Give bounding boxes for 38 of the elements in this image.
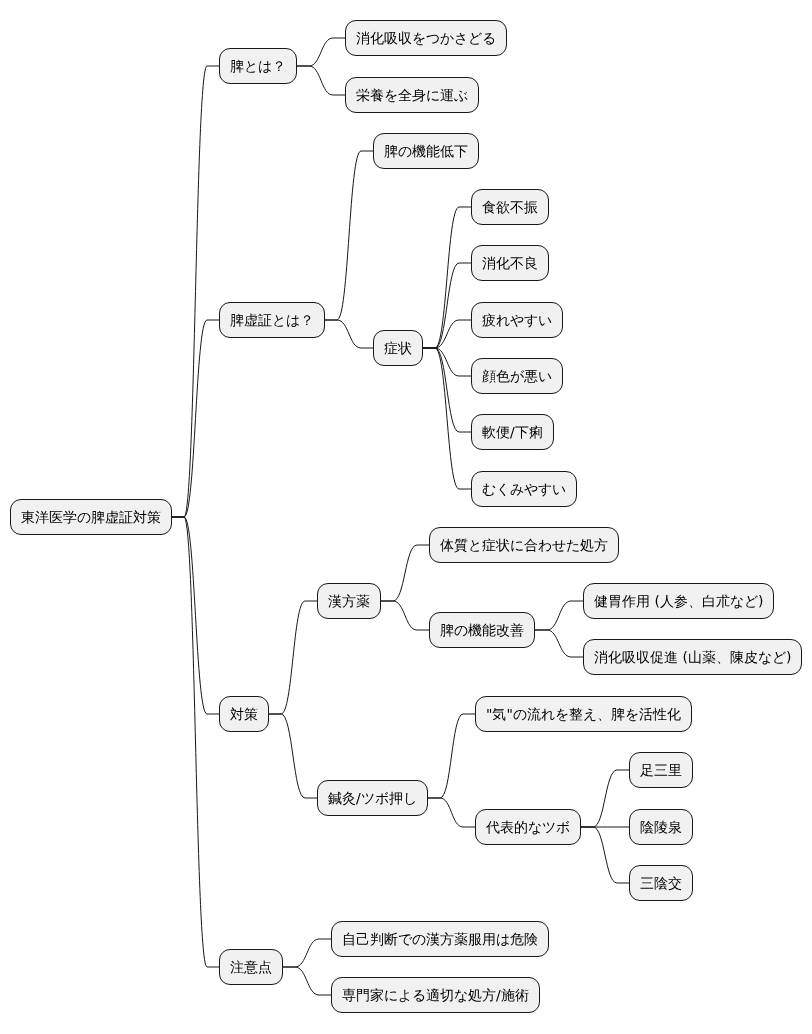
topic-box: 脾とは？: [219, 48, 297, 84]
topic-box: 脾虚証とは？: [219, 302, 325, 338]
topic-box: 専門家による適切な処方/施術: [331, 977, 540, 1013]
topic-box: むくみやすい: [471, 471, 577, 507]
topic-box: 三陰交: [629, 865, 693, 901]
connector-line: [534, 629, 584, 658]
topic-box: 脾の機能低下: [373, 133, 479, 169]
topic-box: 消化吸収をつかさどる: [345, 20, 507, 56]
topic-box: 健胃作用 (人参、白朮など): [583, 583, 775, 619]
topic-box: 食欲不振: [471, 189, 549, 225]
topic-box: 消化不良: [471, 245, 549, 281]
topic-box: 軟便/下痢: [471, 414, 554, 450]
topic-box: 体質と症状に合わせた処方: [429, 527, 619, 563]
topic-box: 疲れやすい: [471, 302, 563, 338]
connector-line: [324, 319, 374, 349]
topic-box: 顔色が悪い: [471, 358, 563, 394]
topic-box: 対策: [219, 696, 269, 732]
connector-line: [380, 600, 430, 631]
topic-box: 栄養を全身に運ぶ: [345, 77, 479, 113]
connector-line: [296, 65, 346, 96]
connector-line: [171, 516, 220, 968]
connector-line: [268, 713, 318, 799]
topic-box: 鍼灸/ツボ押し: [317, 780, 428, 816]
topic-box: 自己判断での漢方薬服用は危険: [331, 921, 549, 957]
topic-box: 注意点: [219, 949, 283, 985]
topic-box: 東洋医学の脾虚証対策: [10, 499, 172, 535]
connector-line: [427, 797, 476, 828]
topic-box: "気"の流れを整え、脾を活性化: [475, 696, 692, 732]
topic-box: 陰陵泉: [629, 809, 693, 845]
topic-box: 脾の機能改善: [429, 612, 535, 648]
topic-box: 代表的なツボ: [475, 809, 581, 845]
connector-line: [282, 966, 332, 996]
topic-box: 症状: [373, 330, 423, 366]
connector-line: [422, 347, 472, 490]
topic-box: 消化吸収促進 (山薬、陳皮など): [583, 639, 803, 675]
topic-box: 足三里: [629, 752, 693, 788]
connector-line: [580, 826, 630, 884]
topic-box: 漢方薬: [317, 583, 381, 619]
